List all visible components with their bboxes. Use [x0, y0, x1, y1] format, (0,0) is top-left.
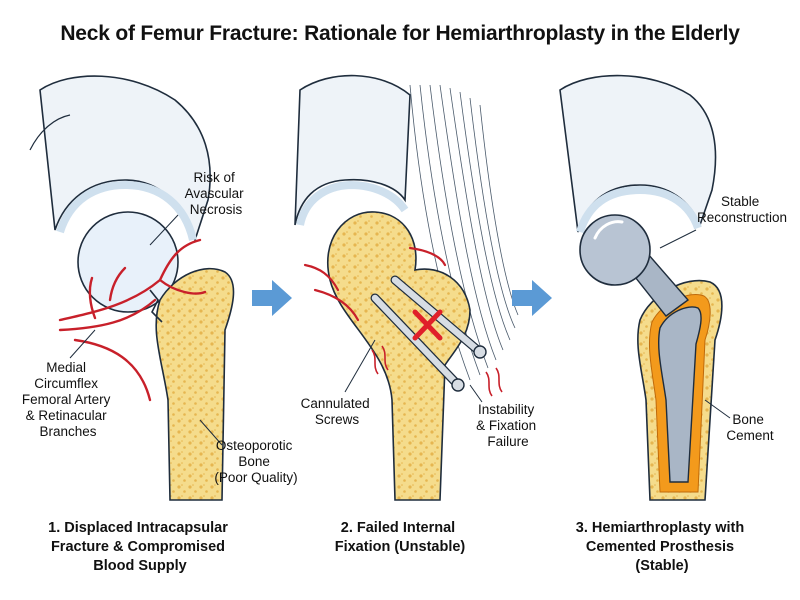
caption-2: 2. Failed Internal Fixation (Unstable) [335, 520, 466, 555]
femur [327, 211, 471, 501]
screws-leader [344, 339, 376, 393]
pelvis-contour [29, 114, 71, 151]
pelvis [39, 75, 211, 243]
stable-label: Stable Reconstruction [697, 194, 787, 225]
arrow-right-icon [252, 280, 292, 316]
panel-2: Cannulated Screws Instability & Fixation… [294, 74, 540, 555]
fracture-line [149, 289, 163, 323]
pelvis [559, 74, 717, 233]
stable-leader [659, 229, 697, 249]
instability-marks [371, 345, 503, 397]
acetabulum-cartilage [56, 180, 197, 241]
risk-label: Risk of Avascular Necrosis [185, 170, 248, 217]
pelvis [294, 74, 411, 226]
cement-label: Bone Cement [726, 412, 774, 443]
prosthesis-head [579, 214, 651, 286]
screws-label: Cannulated Screws [301, 396, 374, 427]
fail-cross-icon [412, 309, 443, 341]
failure-label: Instability & Fixation Failure [476, 402, 540, 449]
femur [155, 267, 235, 501]
failure-leader [469, 384, 483, 403]
page-title: Neck of Femur Fracture: Rationale for He… [60, 22, 740, 45]
caption-1: 1. Displaced Intracapsular Fracture & Co… [48, 520, 232, 574]
bone-label: Osteoporotic Bone (Poor Quality) [214, 438, 297, 485]
femoral-head-detached [77, 211, 179, 313]
bone-leader [199, 419, 223, 446]
risk-leader [149, 214, 179, 246]
arteries [58, 238, 207, 402]
cement-leader [704, 399, 731, 419]
acetabulum-cartilage [296, 180, 409, 227]
panel-1: Risk of Avascular Necrosis Medial Circum… [22, 75, 298, 574]
caption-3: 3. Hemiarthroplasty with Cemented Prosth… [576, 520, 748, 574]
prosthesis-stem [657, 306, 702, 483]
artery-leader [69, 329, 96, 359]
arrow-right-icon [512, 280, 552, 316]
panel-3: Stable Reconstruction Bone Cement 3. Hem… [559, 74, 787, 574]
artery-label: Medial Circumflex Femoral Artery & Retin… [22, 360, 114, 439]
acetabulum-cartilage [576, 185, 702, 234]
arteries [303, 246, 447, 322]
prosthesis-head-highlight [593, 220, 624, 240]
